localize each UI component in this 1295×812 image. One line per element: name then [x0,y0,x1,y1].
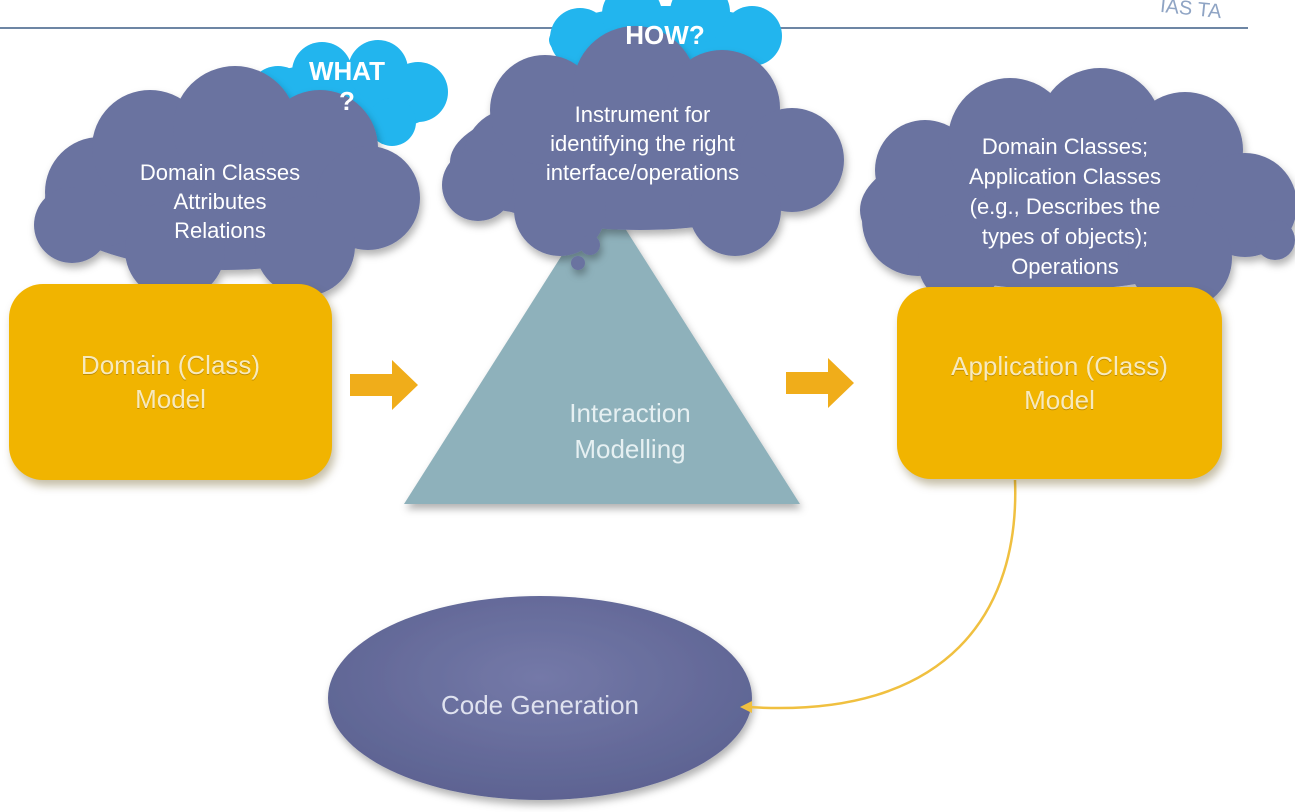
arrow-right-icon [786,358,854,408]
application-model-label: Application (Class) Model [951,351,1168,415]
interaction-cloud [442,26,844,270]
code-generation-label: Code Generation [440,690,640,720]
domain-model-label: Domain (Class) Model [80,350,261,414]
domain-cloud-text: Domain Classes Attributes Relations [139,160,301,243]
application-cloud [860,68,1295,340]
application-cloud-text: Domain Classes; Application Classes (e.g… [969,134,1161,279]
arrow-right-icon [350,360,418,410]
application-model-box: Application (Class) Model [897,287,1222,479]
what-bubble-label: WHAT ? [308,56,386,116]
how-bubble-label: HOW? [625,20,705,50]
code-generation-ellipse [328,596,752,800]
connector-curve [747,479,1017,710]
connector-arrowhead [740,701,752,713]
interaction-cloud-text: Instrument for identifying the right int… [545,102,740,185]
interaction-triangle [404,192,800,504]
domain-model-box: Domain (Class) Model [9,284,332,480]
domain-cloud [34,66,420,338]
interaction-modelling-label: Interaction Modelling [569,398,691,464]
